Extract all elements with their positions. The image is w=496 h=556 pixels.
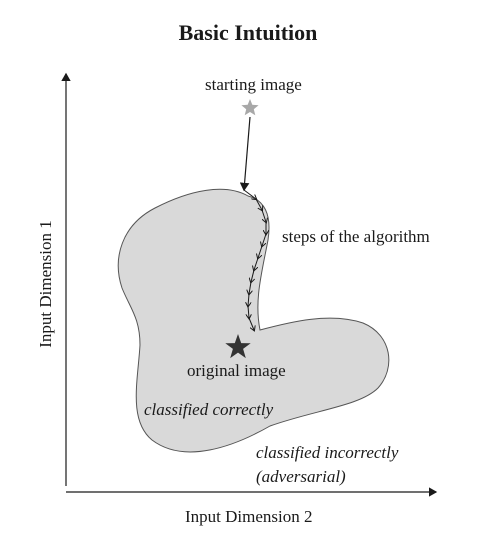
classified-incorrectly-label: classified incorrectly — [256, 443, 399, 462]
original-image-star-icon — [225, 334, 251, 359]
steps-label: steps of the algorithm — [282, 227, 430, 246]
adversarial-label: (adversarial) — [256, 467, 346, 486]
correct-region — [117, 188, 390, 453]
classified-correctly-label: classified correctly — [144, 400, 274, 419]
x-axis-label: Input Dimension 2 — [185, 507, 313, 526]
starting-image-star-icon — [241, 99, 259, 116]
y-axis-label: Input Dimension 1 — [36, 220, 55, 348]
algorithm-steps — [243, 189, 266, 330]
initial-step-arrow — [239, 116, 251, 192]
starting-image-label: starting image — [205, 75, 302, 94]
diagram-title: Basic Intuition — [178, 20, 318, 45]
original-image-label: original image — [187, 361, 286, 380]
